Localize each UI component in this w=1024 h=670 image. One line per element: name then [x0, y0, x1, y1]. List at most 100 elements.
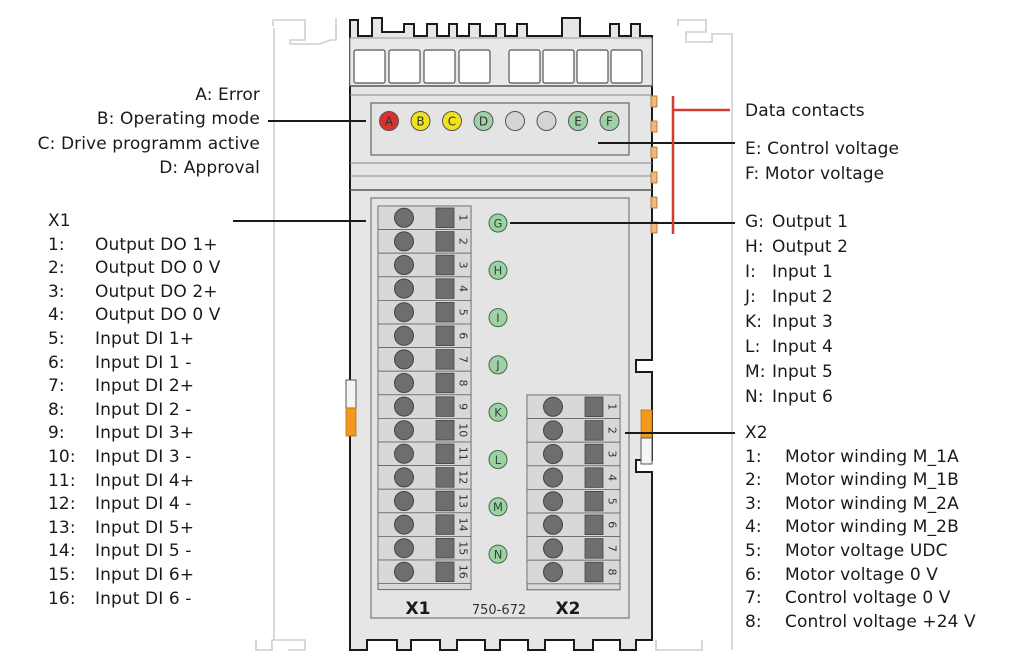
push-button[interactable] [584, 443, 604, 465]
push-button[interactable] [584, 514, 604, 536]
x1-terminal[interactable]: 8 [377, 370, 472, 396]
io-description: Input 6 [772, 387, 833, 407]
io-key: J: [745, 287, 756, 307]
x1-legend-item: 11:Input DI 4+ [48, 470, 220, 494]
terminal-number: 6 [457, 332, 470, 339]
clamp-opening [394, 443, 414, 464]
x1-terminal[interactable]: 12 [377, 465, 472, 490]
terminal-number: 15 [457, 541, 470, 555]
pin-number: 6: [745, 564, 762, 585]
push-button[interactable] [435, 231, 455, 252]
x1-terminal[interactable]: 10 [377, 417, 472, 443]
terminal-number: 10 [457, 423, 470, 437]
pin-description: Output DO 0 V [95, 305, 221, 326]
x2-terminal[interactable]: 7 [526, 536, 621, 561]
pin-description: Input DI 3+ [95, 423, 195, 444]
push-button[interactable] [435, 490, 455, 512]
io-description: Input 1 [772, 262, 833, 282]
pin-number: 15: [48, 564, 76, 585]
terminal-number: 5 [606, 498, 619, 505]
led-f [599, 111, 620, 131]
x1-terminal[interactable]: 14 [377, 512, 472, 537]
jumper-contact [576, 49, 609, 84]
pin-number: 10: [48, 446, 76, 467]
push-button[interactable] [435, 349, 455, 370]
push-button[interactable] [584, 467, 604, 488]
x2-terminal[interactable]: 8 [526, 559, 621, 585]
led-letter: A [385, 115, 394, 129]
x1-terminal[interactable]: 1 [377, 205, 472, 231]
io-legend-item: I:Input 1 [745, 260, 848, 285]
push-button[interactable] [435, 419, 455, 441]
push-button[interactable] [435, 396, 455, 417]
pin-description: Input DI 6 - [95, 588, 192, 609]
terminal-number: 2 [457, 238, 470, 245]
terminal-number: 6 [606, 521, 619, 528]
push-button[interactable] [435, 467, 455, 488]
data-contact-pin [650, 196, 658, 209]
x2-terminal[interactable]: 1 [526, 394, 621, 420]
leader-lines [233, 120, 735, 434]
push-button[interactable] [584, 561, 604, 583]
x1-terminal[interactable]: 16 [377, 559, 472, 585]
x2-terminal[interactable]: 4 [526, 465, 621, 490]
pin-description: Input DI 6+ [95, 564, 195, 585]
push-button[interactable] [435, 443, 455, 465]
led-letter: C [448, 115, 456, 129]
x1-terminal[interactable]: 15 [377, 536, 472, 561]
push-button[interactable] [584, 538, 604, 559]
x1-terminal[interactable]: 3 [377, 252, 472, 278]
io-legend-item: J:Input 2 [745, 285, 848, 310]
pin-number: 7: [48, 376, 65, 397]
io-description: Input 4 [772, 337, 833, 357]
terminal-number: 1 [606, 403, 619, 410]
x1-legend-item: 7:Input DI 2+ [48, 375, 220, 399]
x2-terminal[interactable]: 2 [526, 418, 621, 443]
led-letter: D [479, 115, 488, 129]
x2-terminal[interactable]: 3 [526, 441, 621, 467]
clamp-opening [394, 467, 414, 488]
push-button[interactable] [435, 207, 455, 229]
x1-terminal[interactable]: 2 [377, 229, 472, 254]
push-button[interactable] [435, 325, 455, 347]
push-button[interactable] [435, 514, 455, 535]
terminal-number: 9 [457, 403, 470, 410]
push-button[interactable] [435, 561, 455, 583]
x1-terminal[interactable]: 13 [377, 488, 472, 514]
x2-terminal[interactable]: 6 [526, 512, 621, 538]
x1-terminal[interactable]: 9 [377, 394, 472, 419]
io-legend-item: H:Output 2 [745, 235, 848, 260]
push-button[interactable] [435, 278, 455, 299]
jumper-contact [458, 49, 491, 84]
data-contact-pin [650, 120, 658, 133]
x1-terminal[interactable]: 6 [377, 323, 472, 349]
x1-terminal[interactable]: 7 [377, 347, 472, 372]
push-button[interactable] [435, 301, 455, 323]
pin-number: 8: [745, 611, 762, 632]
x2-legend-item: 3:Motor winding M_2A [745, 493, 976, 517]
clamp-opening [394, 349, 414, 370]
x1-terminal[interactable]: 11 [377, 441, 472, 467]
x1-legend-item: 10:Input DI 3 - [48, 446, 220, 470]
x1-terminal[interactable]: 5 [377, 299, 472, 325]
clamp-opening [394, 538, 414, 559]
push-button[interactable] [584, 396, 604, 418]
x2-legend-item: 5:Motor voltage UDC [745, 540, 976, 564]
x1-terminal[interactable]: 4 [377, 276, 472, 301]
pin-number: 16: [48, 588, 76, 609]
io-legend-item: M:Input 5 [745, 360, 848, 385]
push-button[interactable] [435, 372, 455, 394]
pin-description: Output DO 2+ [95, 281, 218, 302]
push-button[interactable] [435, 254, 455, 276]
push-button[interactable] [435, 538, 455, 559]
push-button[interactable] [584, 420, 604, 441]
push-button[interactable] [584, 490, 604, 512]
pin-description: Control voltage 0 V [785, 588, 951, 609]
clamp-opening [394, 514, 414, 535]
x2-terminal[interactable]: 5 [526, 488, 621, 514]
label-data-contacts: Data contacts [745, 101, 865, 121]
io-key: K: [745, 312, 763, 332]
